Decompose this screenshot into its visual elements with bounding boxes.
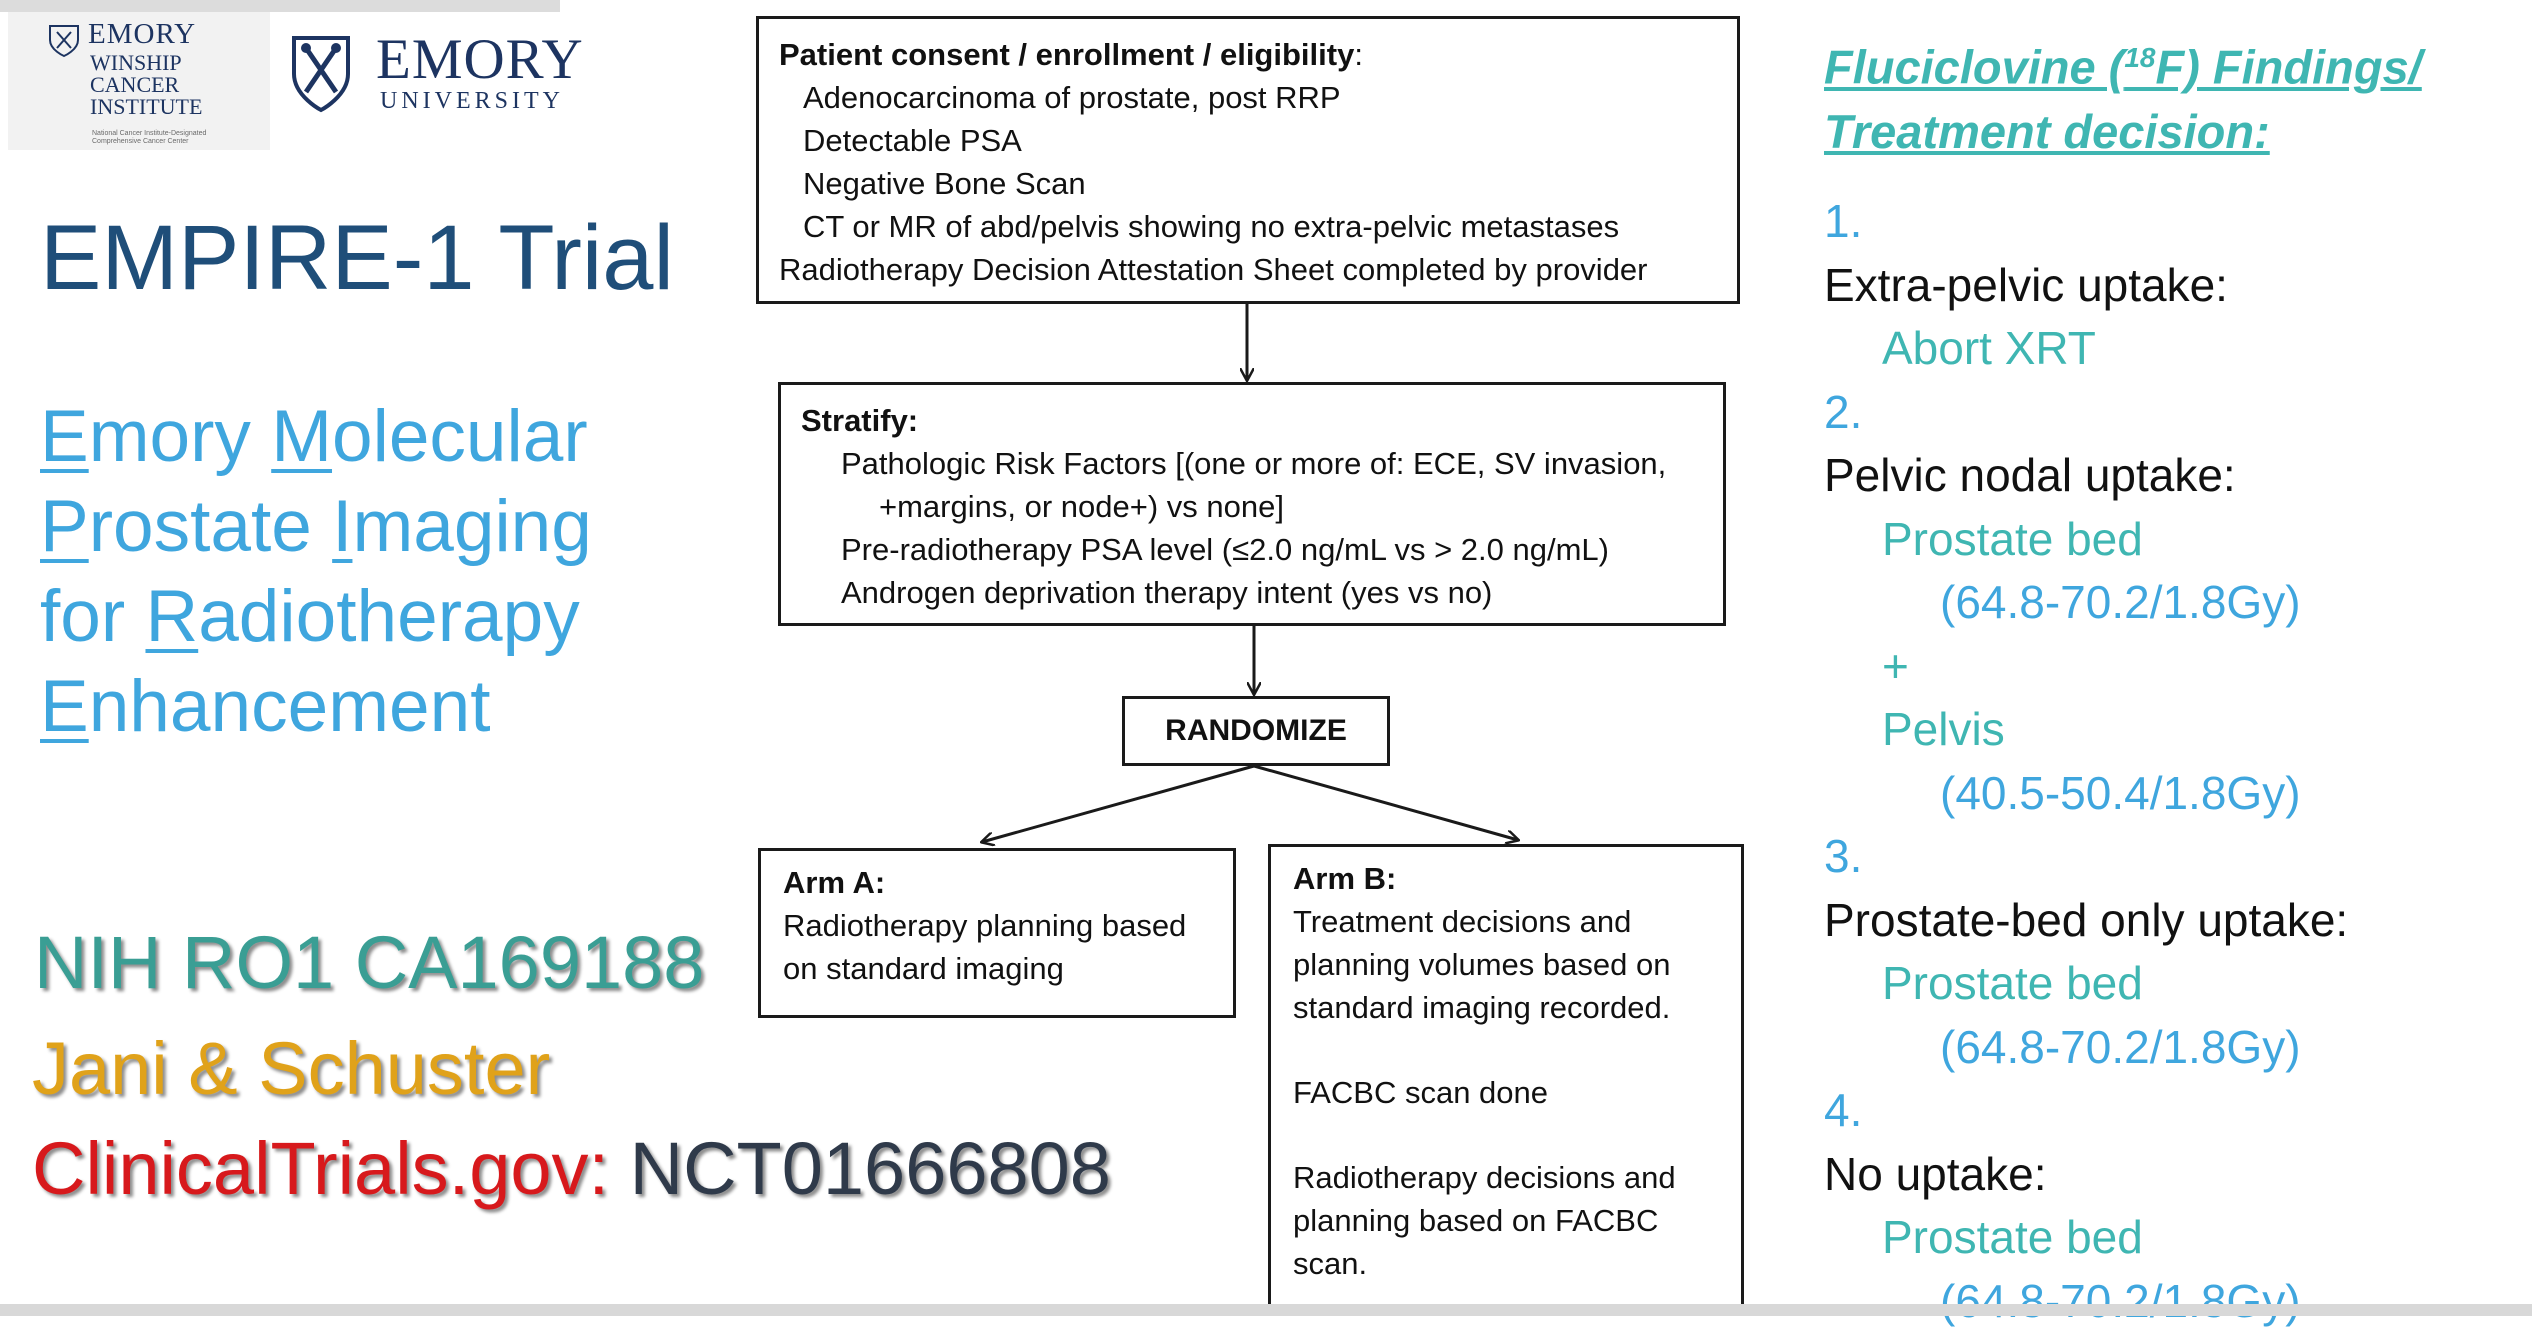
spacer bbox=[1293, 1114, 1719, 1156]
eligibility-item: Adenocarcinoma of prostate, post RRP bbox=[779, 76, 1717, 119]
spacer bbox=[1293, 1029, 1719, 1071]
eligibility-item: Detectable PSA bbox=[779, 119, 1717, 162]
findings-heading-sup: 18 bbox=[2124, 42, 2155, 73]
arm-b-text: Radiotherapy decisions and bbox=[1293, 1156, 1719, 1199]
treatment-line: + bbox=[1824, 635, 2348, 699]
finding-number: 3. bbox=[1824, 825, 2348, 889]
arm-b-text: standard imaging recorded. bbox=[1293, 986, 1719, 1029]
dose-line: (40.5-50.4/1.8Gy) bbox=[1824, 762, 2348, 826]
bottom-edge-bar bbox=[0, 1304, 2532, 1316]
randomize-box: RANDOMIZE bbox=[1122, 696, 1390, 766]
dose-line: (64.8-70.2/1.8Gy) bbox=[1824, 571, 2348, 635]
arm-a-text: on standard imaging bbox=[783, 947, 1211, 990]
finding-number: 1. bbox=[1824, 190, 2348, 254]
stratify-factor-cont: +margins, or node+) vs none] bbox=[801, 485, 1703, 528]
finding-label: Pelvic nodal uptake: bbox=[1824, 444, 2348, 508]
arrow-randomize-to-arm-b bbox=[1254, 766, 1518, 840]
dose-line: (64.8-70.2/1.8Gy) bbox=[1824, 1270, 2348, 1333]
treatment-line: Prostate bed bbox=[1824, 508, 2348, 572]
finding-label: No uptake: bbox=[1824, 1143, 2348, 1207]
treatment-line: Abort XRT bbox=[1824, 317, 2348, 381]
arrow-randomize-to-arm-a bbox=[982, 766, 1254, 842]
treatment-line: Prostate bed bbox=[1824, 1206, 2348, 1270]
finding-label: Prostate-bed only uptake: bbox=[1824, 889, 2348, 953]
arm-a-text: Radiotherapy planning based bbox=[783, 904, 1211, 947]
findings-heading: Fluciclovine (18F) Findings/ Treatment d… bbox=[1824, 26, 2422, 164]
findings-heading-pre: Fluciclovine ( bbox=[1824, 41, 2124, 94]
dose-line: (64.8-70.2/1.8Gy) bbox=[1824, 1016, 2348, 1080]
arm-b-text: planning volumes based on bbox=[1293, 943, 1719, 986]
stratify-heading: Stratify: bbox=[801, 399, 1703, 442]
eligibility-box: Patient consent / enrollment / eligibili… bbox=[756, 16, 1740, 304]
arm-b-text: Treatment decisions and bbox=[1293, 900, 1719, 943]
eligibility-heading: Patient consent / enrollment / eligibili… bbox=[779, 37, 1354, 72]
eligibility-item: CT or MR of abd/pelvis showing no extra-… bbox=[779, 205, 1717, 248]
arm-b-box: Arm B: Treatment decisions and planning … bbox=[1268, 844, 1744, 1316]
treatment-line: Pelvis bbox=[1824, 698, 2348, 762]
attestation-line: Radiotherapy Decision Attestation Sheet … bbox=[779, 248, 1717, 291]
arm-b-heading: Arm B: bbox=[1293, 857, 1719, 900]
stratify-box: Stratify: Pathologic Risk Factors [(one … bbox=[778, 382, 1726, 626]
stratify-factor: Androgen deprivation therapy intent (yes… bbox=[801, 571, 1703, 614]
arm-a-box: Arm A: Radiotherapy planning based on st… bbox=[758, 848, 1236, 1018]
arm-a-heading: Arm A: bbox=[783, 861, 1211, 904]
arm-b-text: scan. bbox=[1293, 1242, 1719, 1285]
findings-heading-line2: Treatment decision: bbox=[1824, 100, 2422, 164]
arm-b-text: planning based on FACBC bbox=[1293, 1199, 1719, 1242]
eligibility-heading-colon: : bbox=[1354, 37, 1363, 72]
finding-number: 2. bbox=[1824, 381, 2348, 445]
findings-heading-line1: Fluciclovine (18F) Findings/ bbox=[1824, 26, 2422, 100]
eligibility-item: Negative Bone Scan bbox=[779, 162, 1717, 205]
findings-heading-post: F) Findings/ bbox=[2156, 41, 2422, 94]
treatment-line: Prostate bed bbox=[1824, 952, 2348, 1016]
eligibility-heading-line: Patient consent / enrollment / eligibili… bbox=[779, 33, 1717, 76]
stratify-factor: Pre-radiotherapy PSA level (≤2.0 ng/mL v… bbox=[801, 528, 1703, 571]
finding-label: Extra-pelvic uptake: bbox=[1824, 254, 2348, 318]
stratify-factor: Pathologic Risk Factors [(one or more of… bbox=[801, 442, 1703, 485]
arm-b-text: FACBC scan done bbox=[1293, 1071, 1719, 1114]
finding-number: 4. bbox=[1824, 1079, 2348, 1143]
